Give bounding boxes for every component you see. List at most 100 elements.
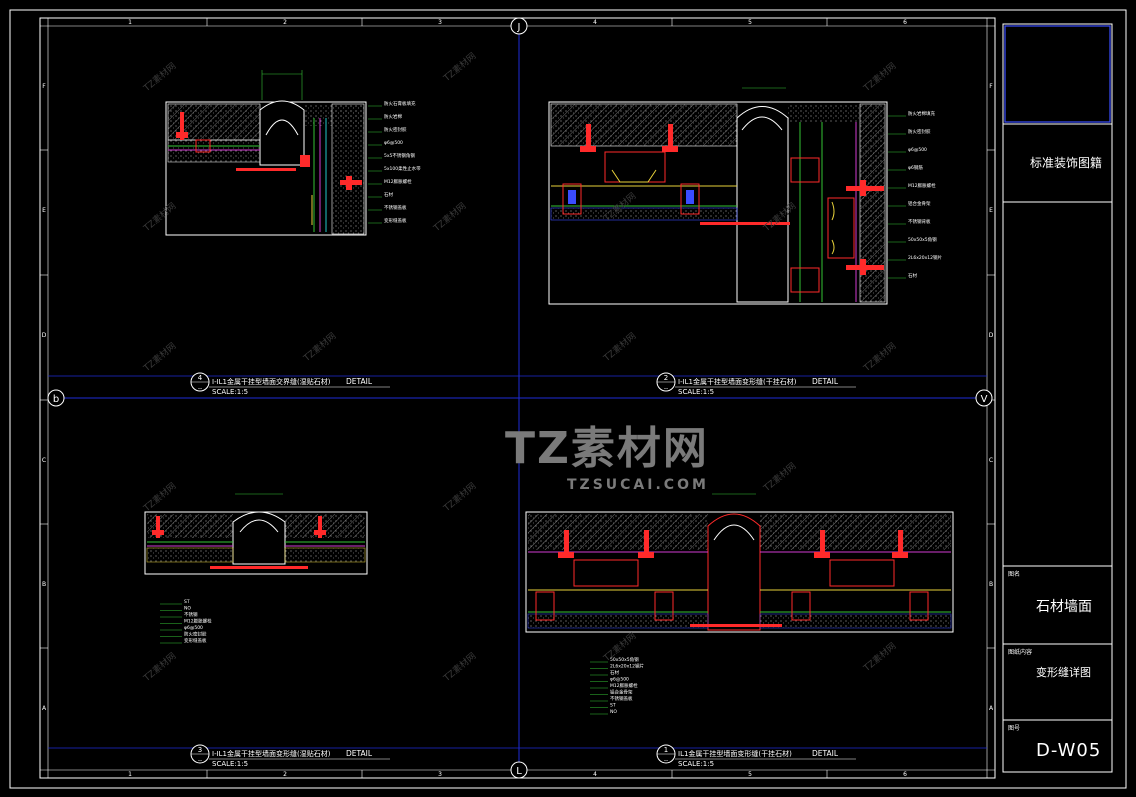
title-block-logo-box xyxy=(1004,25,1111,123)
grid-number-label: 2 xyxy=(283,19,287,26)
detail-tag: DETAIL xyxy=(812,749,839,758)
detail-tag: DETAIL xyxy=(812,377,839,386)
detail-2-annotations: 防火岩棉填充防火密封胶φ6@500φ6钢筋M12膨胀螺栓铝合金骨架不锈钢背板50… xyxy=(888,110,943,279)
drawing-name: 石材墙面 xyxy=(1036,599,1092,615)
annotation-label: 防火密封胶 xyxy=(184,631,207,638)
annotation-label: 不锈钢盖板 xyxy=(384,204,407,211)
detail-scale: SCALE:1:5 xyxy=(678,388,714,396)
subtitle-label: 图纸内容 xyxy=(1008,649,1033,656)
grid-number-label: 1 xyxy=(128,19,132,26)
annotation-label: 防火岩棉 xyxy=(384,113,402,120)
annotation-label: ST xyxy=(610,703,616,709)
detail-1-drawing xyxy=(525,493,954,633)
grid-number-label: 1 xyxy=(128,771,132,778)
axis-bubble-bottom: L xyxy=(516,766,522,777)
detail-title: I-IL1金属干挂型墙面变形缝(干挂石材) xyxy=(678,377,797,386)
annotation-label: φ6@500 xyxy=(184,625,203,631)
drawing-number: D-W05 xyxy=(1036,740,1102,761)
detail-title: I-IL1金属干挂型墙面变形缝(湿贴石材) xyxy=(212,749,331,758)
watermark-url: TZSUCAI.COM xyxy=(567,477,709,493)
detail-4-drawing xyxy=(165,70,367,236)
drawing-number-label: 图号 xyxy=(1008,725,1021,732)
drawing-subtitle: 变形缝详图 xyxy=(1036,666,1091,679)
annotation-label: φ6钢筋 xyxy=(908,164,923,171)
grid-letter-label: B xyxy=(42,581,46,588)
detail-titles: 4--I-IL1金属干挂型墙面交界缝(湿贴石材)DETAILSCALE:1:52… xyxy=(190,372,856,768)
watermark-logo-text: TZ素材网 xyxy=(505,423,709,474)
detail-sheet-ref: -- xyxy=(198,385,202,392)
annotation-label: 50x50x5角钢 xyxy=(610,656,639,663)
detail-tag: DETAIL xyxy=(346,377,373,386)
annotation-label: 石材 xyxy=(908,272,917,279)
detail-title: IL1金属干挂型墙面变形缝(干挂石材) xyxy=(678,749,792,758)
detail-number: 1 xyxy=(664,746,668,754)
detail-scale: SCALE:1:5 xyxy=(678,760,714,768)
grid-number-label: 3 xyxy=(438,771,442,778)
annotation-label: NO xyxy=(610,709,617,715)
annotation-label: 防火密封胶 xyxy=(384,126,407,133)
detail-tag: DETAIL xyxy=(346,749,373,758)
detail-3-drawing xyxy=(144,493,368,575)
grid-letter-label: F xyxy=(989,83,993,90)
annotation-label: NO xyxy=(184,606,191,612)
grid-number-label: 3 xyxy=(438,19,442,26)
title-block xyxy=(1002,23,1113,773)
annotation-label: M12膨胀螺栓 xyxy=(908,182,936,189)
grid-letter-label: E xyxy=(42,207,46,214)
annotation-label: 变形缝盖板 xyxy=(384,217,407,224)
annotation-label: 2L6x20x12钢片 xyxy=(908,254,943,261)
grid-letter-label: C xyxy=(989,457,993,464)
grid-number-label: 4 xyxy=(593,771,597,778)
detail-number: 2 xyxy=(664,374,668,382)
annotation-label: 不锈钢盖板 xyxy=(610,695,633,702)
grid-letter-label: D xyxy=(989,332,994,339)
annotation-label: φ6@500 xyxy=(384,140,403,146)
outer-frame xyxy=(9,9,1127,789)
annotation-label: 2L6x20x12钢片 xyxy=(610,663,645,670)
annotation-label: M12膨胀螺栓 xyxy=(184,618,212,625)
project-name: 标准装饰图籍 xyxy=(1030,156,1103,170)
annotation-label: 铝合金骨架 xyxy=(610,689,633,696)
axis-bubble-left: b xyxy=(53,394,59,405)
annotation-label: 5x100柔性止水带 xyxy=(384,165,421,172)
grid-letter-label: F xyxy=(42,83,46,90)
grid-letter-label: A xyxy=(42,705,47,712)
annotation-label: 防火岩棉填充 xyxy=(908,110,935,117)
annotation-label: M12膨胀螺栓 xyxy=(610,682,638,689)
grid-letter-label: E xyxy=(989,207,993,214)
grid-letter-label: A xyxy=(989,705,994,712)
annotation-label: M12膨胀螺栓 xyxy=(384,178,412,185)
axis-bubble-top: J xyxy=(517,22,521,33)
detail-sheet-ref: -- xyxy=(198,757,202,764)
drawing-name-label: 图名 xyxy=(1008,571,1021,578)
annotation-label: 铝合金骨架 xyxy=(908,200,931,207)
annotation-label: 防火石膏板填充 xyxy=(384,100,416,107)
grid-number-label: 6 xyxy=(903,771,907,778)
detail-number: 4 xyxy=(198,374,203,382)
annotation-label: ST xyxy=(184,599,190,605)
annotation-label: 不锈钢 xyxy=(184,611,198,618)
axis-bubble-right: V xyxy=(981,394,988,405)
detail-number: 3 xyxy=(198,746,202,754)
detail-sheet-ref: -- xyxy=(664,757,668,764)
detail-2-drawing xyxy=(548,87,888,305)
detail-1-annotations: 50x50x5角钢2L6x20x12钢片石材φ6@500M12膨胀螺栓铝合金骨架… xyxy=(590,656,645,715)
annotation-label: 石材 xyxy=(384,191,393,198)
detail-scale: SCALE:1:5 xyxy=(212,760,248,768)
annotation-label: 不锈钢背板 xyxy=(908,218,931,225)
grid-number-label: 6 xyxy=(903,19,907,26)
annotation-label: 变形缝盖板 xyxy=(184,637,207,644)
annotation-label: 石材 xyxy=(610,669,619,676)
grid-letter-label: B xyxy=(989,581,993,588)
annotation-label: 50x50x5角钢 xyxy=(908,236,937,243)
grid-letter-label: C xyxy=(42,457,46,464)
annotation-label: 5x5不锈钢角钢 xyxy=(384,152,415,159)
annotation-label: 防火密封胶 xyxy=(908,128,931,135)
detail-sheet-ref: -- xyxy=(664,385,668,392)
grid-letter-label: D xyxy=(42,332,47,339)
grid-number-label: 4 xyxy=(593,19,597,26)
grid-number-label: 5 xyxy=(748,771,752,778)
